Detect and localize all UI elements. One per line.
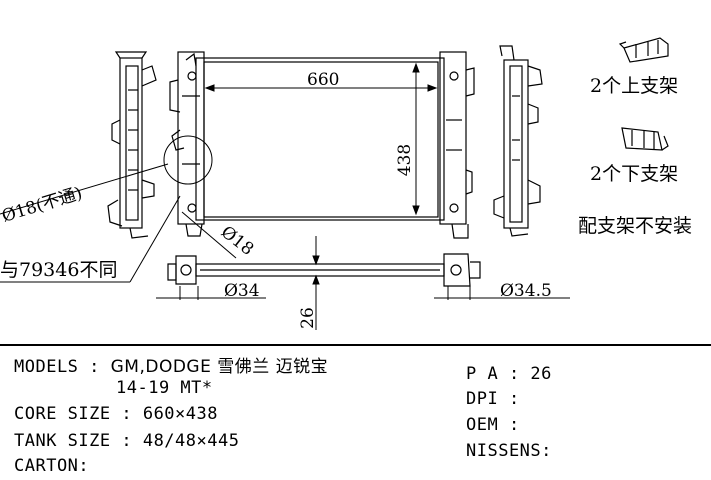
tank-size-value: 48/48×445	[142, 431, 240, 451]
core-size-value: 660×438	[142, 404, 218, 424]
lower-bracket-label: 2个下支架	[590, 163, 678, 185]
radiator-front-view	[163, 51, 475, 239]
pa-value: 26	[530, 364, 552, 384]
section-divider	[0, 344, 711, 346]
models-years: 14-19 MT*	[116, 378, 213, 398]
models-value: GM,DODGE 雪佛兰 迈锐宝	[110, 357, 329, 377]
dim-pipe-34-5: Ø34.5	[500, 281, 552, 301]
pa-label: P A :	[466, 364, 531, 384]
carton-label: CARTON:	[14, 456, 90, 476]
dim-depth: 26	[298, 307, 318, 329]
upper-bracket-label: 2个上支架	[590, 75, 678, 97]
nissens-label: NISSENS:	[466, 441, 552, 461]
dpi-row: DPI :	[466, 389, 530, 409]
nissens-row: NISSENS:	[466, 441, 552, 461]
dim-core-height: 438	[395, 144, 415, 176]
core-size-label: CORE SIZE :	[14, 404, 143, 424]
models-row: MODELS : GM,DODGE 雪佛兰 迈锐宝	[14, 352, 328, 377]
dim-pipe-34: Ø34	[224, 281, 260, 301]
core-size-row: CORE SIZE : 660×438	[14, 404, 218, 424]
bracket-note: 配支架不安装	[578, 215, 692, 237]
pa-row: P A : 26	[466, 364, 552, 384]
left-side-profile	[107, 51, 157, 239]
right-side-profile	[493, 45, 543, 237]
dpi-label: DPI :	[466, 389, 531, 409]
carton-row: CARTON:	[14, 456, 89, 476]
tank-size-row: TANK SIZE : 48/48×445	[14, 431, 239, 451]
dim-hole-diameter: Ø18(不通)	[0, 183, 85, 226]
radiator-technical-drawing: 660 438 Ø18(不通) Ø18 Ø34 Ø34.5 26 与79346不…	[0, 37, 692, 330]
oem-row: OEM :	[466, 415, 530, 435]
upper-bracket-icon	[618, 37, 669, 63]
dim-core-width: 660	[307, 70, 339, 90]
oem-label: OEM :	[466, 415, 531, 435]
dim-pipe-18: Ø18	[217, 222, 257, 260]
note-different-from: 与79346不同	[0, 259, 117, 281]
radiator-bottom-view	[167, 253, 481, 287]
lower-bracket-icon	[621, 127, 669, 151]
models-label: MODELS :	[14, 357, 111, 377]
tank-size-label: TANK SIZE :	[14, 431, 143, 451]
